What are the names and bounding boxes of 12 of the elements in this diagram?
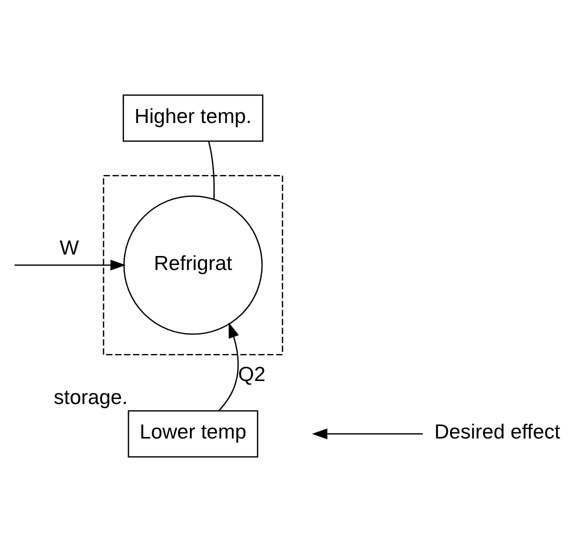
node-box: Lower temp <box>128 410 258 458</box>
arrow <box>14 259 126 270</box>
cluster <box>102 174 284 355</box>
node-text: Desired effect <box>434 420 560 444</box>
node-circle: Refrigrat <box>123 194 263 334</box>
edge-label: Q2 <box>238 362 266 386</box>
edge-label: W <box>60 236 79 260</box>
node-label: storage. <box>54 386 128 409</box>
node-box: Higher temp. <box>122 94 264 142</box>
arrow <box>312 428 423 439</box>
arrow <box>218 322 239 411</box>
connector <box>208 140 215 199</box>
